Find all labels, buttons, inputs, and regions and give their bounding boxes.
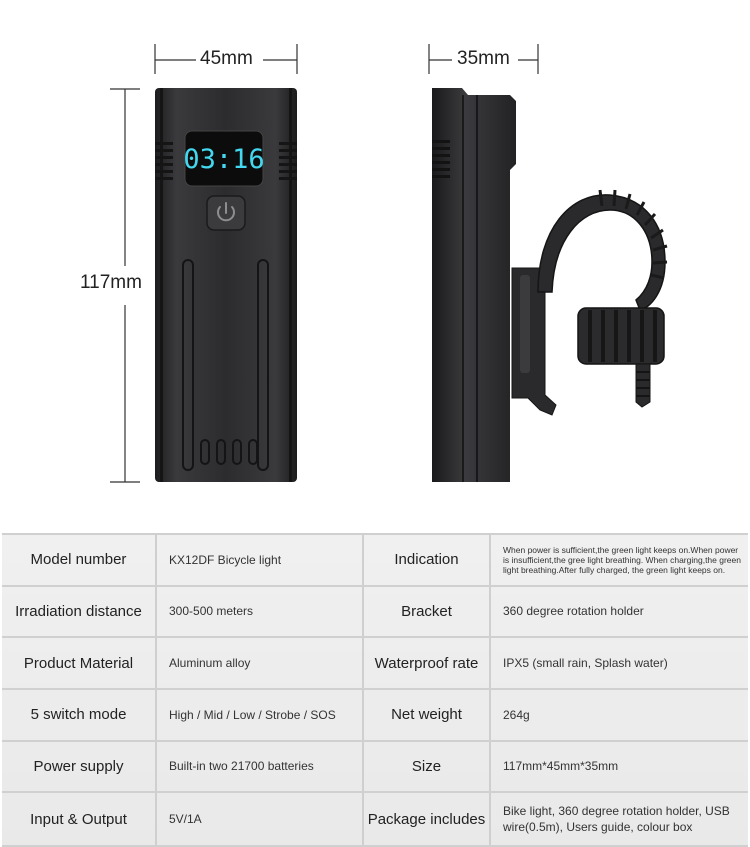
power-button bbox=[206, 195, 246, 231]
spec-value: 264g bbox=[490, 688, 748, 742]
table-row: Product Material Aluminum alloy Waterpro… bbox=[2, 637, 748, 690]
height-dimension-line bbox=[110, 88, 140, 483]
spec-value: When power is sufficient,the green light… bbox=[490, 533, 748, 587]
spec-value: Bike light, 360 degree rotation holder, … bbox=[490, 792, 748, 847]
digital-display bbox=[184, 130, 264, 187]
spec-label: Input & Output bbox=[2, 792, 157, 847]
spec-value: High / Mid / Low / Strobe / SOS bbox=[156, 688, 364, 742]
depth-dimension-label: 35mm bbox=[457, 48, 510, 69]
spec-label: Package includes bbox=[363, 792, 491, 847]
spec-label: Irradiation distance bbox=[2, 585, 157, 639]
spec-label: Model number bbox=[2, 533, 157, 587]
spec-label: Product Material bbox=[2, 637, 157, 690]
spec-value: IPX5 (small rain, Splash water) bbox=[490, 637, 748, 690]
battery-indicator-slots bbox=[200, 439, 258, 465]
spec-value: KX12DF Bicycle light bbox=[156, 533, 364, 587]
spec-table: Model number KX12DF Bicycle light Indica… bbox=[2, 533, 748, 847]
spec-label: Size bbox=[363, 740, 491, 794]
width-dimension-line bbox=[154, 44, 298, 74]
table-row: Input & Output 5V/1A Package includes Bi… bbox=[2, 792, 748, 847]
display-time: 03:16 bbox=[183, 144, 264, 175]
height-dimension-label: 117mm bbox=[80, 272, 142, 293]
light-side-view bbox=[432, 88, 668, 482]
spec-value: 5V/1A bbox=[156, 792, 364, 847]
spec-label: Power supply bbox=[2, 740, 157, 794]
power-icon bbox=[217, 202, 235, 222]
depth-dimension-line bbox=[428, 44, 539, 74]
table-row: Model number KX12DF Bicycle light Indica… bbox=[2, 533, 748, 587]
spec-label: Waterproof rate bbox=[363, 637, 491, 690]
spec-value: Built-in two 21700 batteries bbox=[156, 740, 364, 794]
spec-label: Indication bbox=[363, 533, 491, 587]
spec-value: Aluminum alloy bbox=[156, 637, 364, 690]
table-row: Power supply Built-in two 21700 batterie… bbox=[2, 740, 748, 794]
table-row: Irradiation distance 300-500 meters Brac… bbox=[2, 585, 748, 639]
spec-label: Bracket bbox=[363, 585, 491, 639]
product-illustration: 03:16 bbox=[110, 44, 668, 483]
spec-label: Net weight bbox=[363, 688, 491, 742]
light-front-view: 03:16 bbox=[155, 88, 297, 482]
spec-value: 360 degree rotation holder bbox=[490, 585, 748, 639]
table-row: 5 switch mode High / Mid / Low / Strobe … bbox=[2, 688, 748, 742]
handlebar-clamp bbox=[537, 194, 666, 311]
spec-label: 5 switch mode bbox=[2, 688, 157, 742]
spec-value: 117mm*45mm*35mm bbox=[490, 740, 748, 794]
width-dimension-label: 45mm bbox=[200, 48, 253, 69]
spec-value: 300-500 meters bbox=[156, 585, 364, 639]
